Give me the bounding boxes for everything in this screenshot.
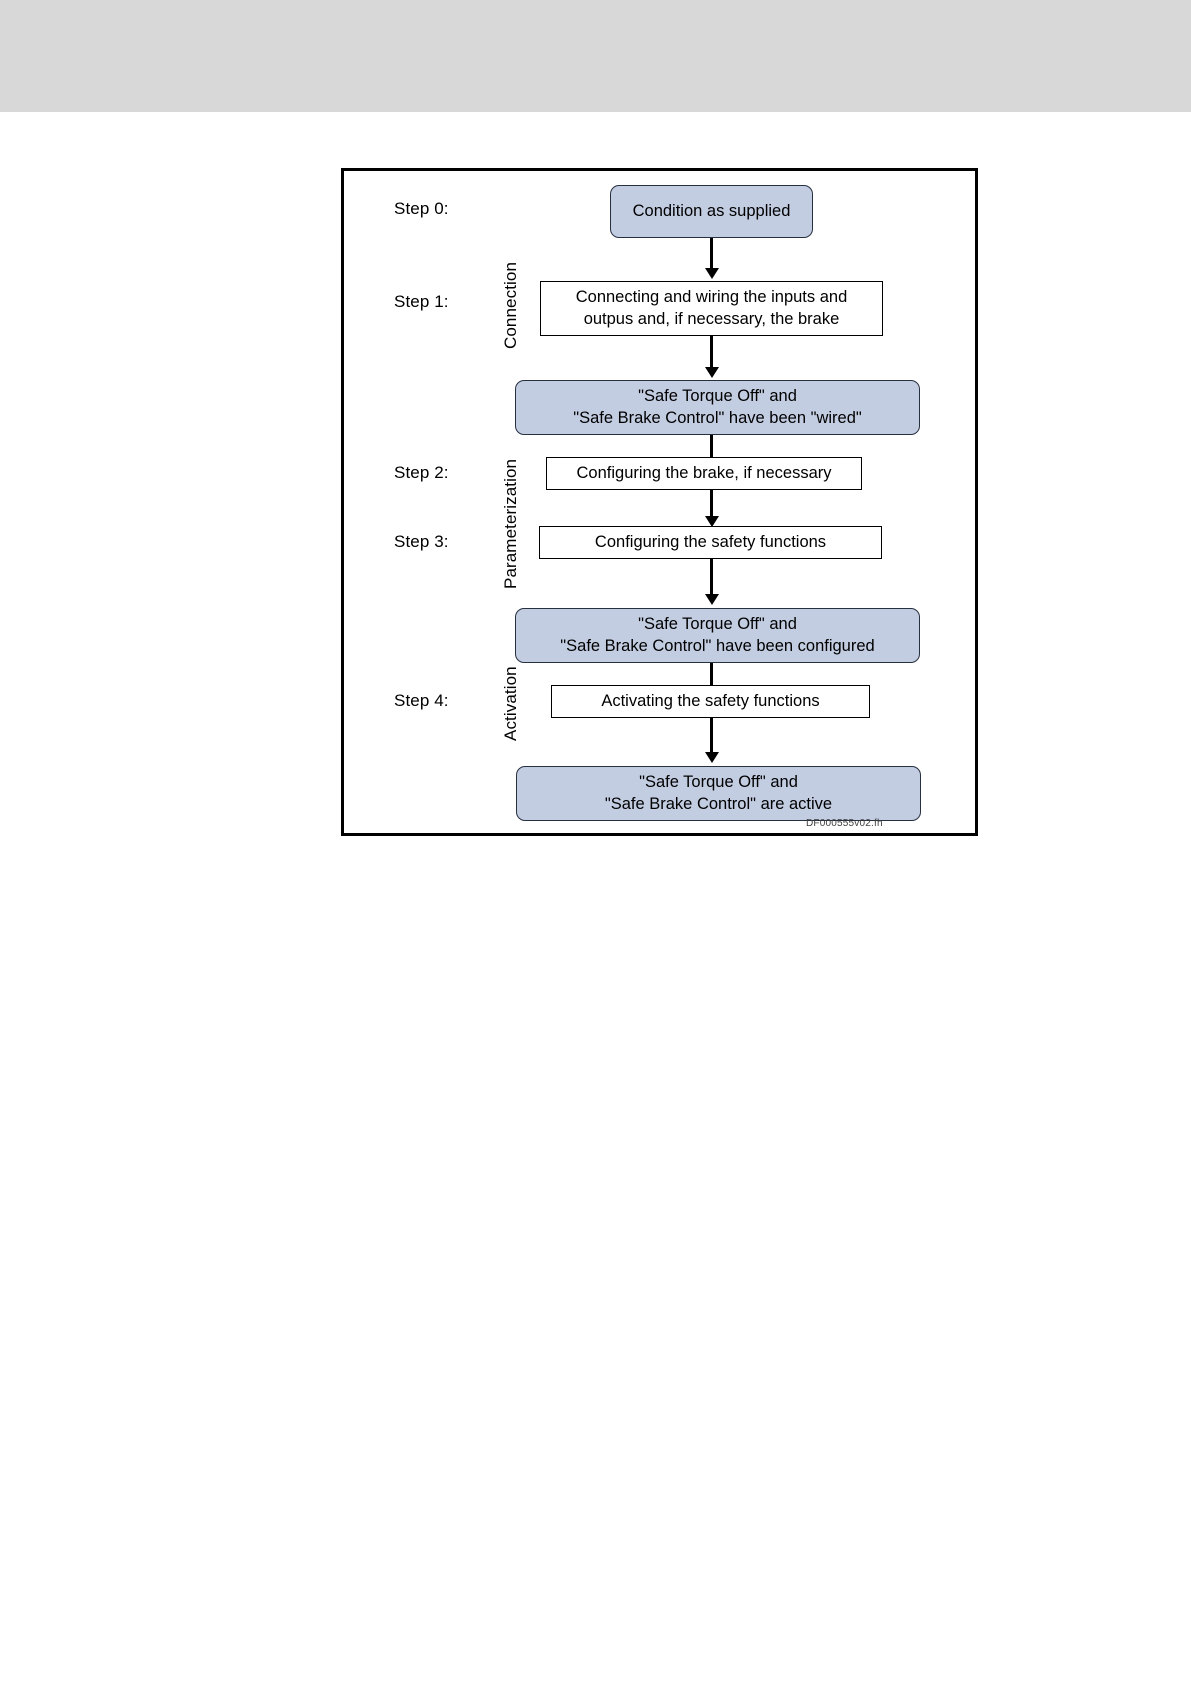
page-header-band [0,0,1191,112]
flow-node-line: Activating the safety functions [601,691,820,710]
step-label-4: Step 4: [394,691,449,710]
phase-label-parameterization: Parameterization [501,458,520,589]
flow-arrow-6-to-7 [710,718,713,754]
phase-label-activation: Activation [501,666,520,741]
figure-id-caption: DF000555v02.fh [806,818,883,829]
flow-node-line: "Safe Brake Control" have been "wired" [573,408,862,427]
flow-arrow-2-to-3 [710,435,713,465]
flow-node-sto-sbc-wired[interactable]: "Safe Torque Off" and "Safe Brake Contro… [515,380,920,435]
step-label-1: Step 1: [394,292,449,311]
figure-frame: Step 0: Step 1: Step 2: Step 3: Step 4: … [341,168,978,836]
phase-label-connection: Connection [501,261,520,349]
flow-node-line: Configuring the brake, if necessary [576,463,832,482]
flow-node-activating-safety-functions[interactable]: Activating the safety functions [551,685,870,718]
flow-arrow-4-to-5 [710,559,713,596]
flow-node-line: Configuring the safety functions [594,532,827,551]
flow-node-line: "Safe Brake Control" have been configure… [560,636,875,655]
flow-node-line: Condition as supplied [632,201,791,220]
flow-node-line: "Safe Torque Off" and [638,614,797,633]
figure-canvas: Step 0: Step 1: Step 2: Step 3: Step 4: … [344,171,975,833]
flow-node-sto-sbc-configured[interactable]: "Safe Torque Off" and "Safe Brake Contro… [515,608,920,663]
step-label-3: Step 3: [394,532,449,551]
flow-node-line: "Safe Torque Off" and [638,386,797,405]
flow-node-line: outpus and, if necessary, the brake [583,309,840,328]
flow-node-condition-as-supplied[interactable]: Condition as supplied [610,185,813,238]
flow-node-line: Connecting and wiring the inputs and [575,287,848,306]
flow-arrow-1-to-2 [710,336,713,369]
flow-node-configuring-safety-functions[interactable]: Configuring the safety functions [539,526,882,559]
flow-node-sto-sbc-active[interactable]: "Safe Torque Off" and "Safe Brake Contro… [516,766,921,821]
flow-node-line: "Safe Brake Control" are active [604,794,833,813]
step-label-2: Step 2: [394,463,449,482]
flow-node-connecting-and-wiring[interactable]: Connecting and wiring the inputs and out… [540,281,883,336]
flow-node-line: "Safe Torque Off" and [639,772,798,791]
flow-arrow-3-to-4 [710,490,713,518]
flow-node-configuring-the-brake[interactable]: Configuring the brake, if necessary [546,457,862,490]
flow-arrow-5-to-6 [710,663,713,694]
step-label-0: Step 0: [394,199,449,218]
flow-arrow-0-to-1 [710,238,713,270]
